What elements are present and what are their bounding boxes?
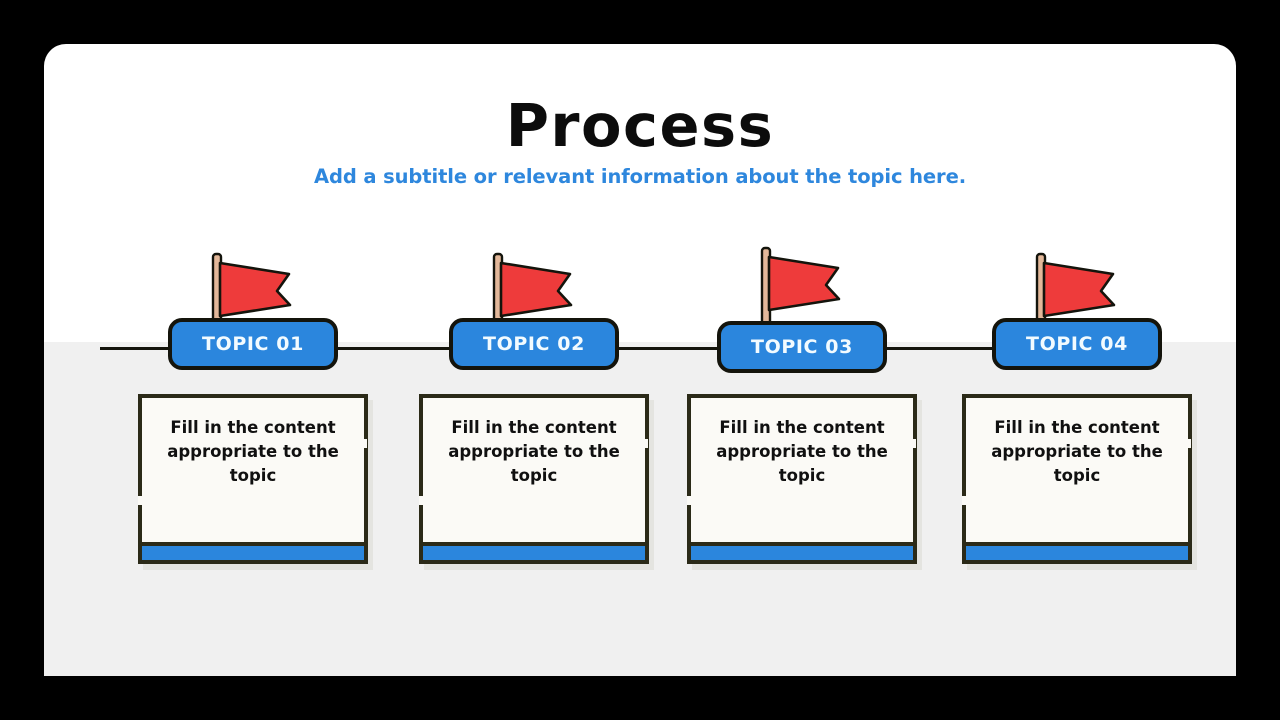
badge-label: TOPIC 04 — [1026, 333, 1128, 355]
card-accent-bar — [966, 542, 1188, 560]
card-text: Fill in the content appropriate to the t… — [716, 418, 888, 485]
badge-topic-4[interactable]: TOPIC 04 — [992, 318, 1162, 370]
badge-label: TOPIC 01 — [202, 333, 304, 355]
card-accent-bar — [142, 542, 364, 560]
border-nick — [362, 439, 367, 448]
border-nick — [687, 496, 692, 505]
card-accent-bar — [691, 542, 913, 560]
badge-label: TOPIC 03 — [751, 336, 853, 358]
border-nick — [911, 439, 916, 448]
border-nick — [962, 496, 967, 505]
content-card-4[interactable]: Fill in the content appropriate to the t… — [962, 394, 1192, 564]
badge-label: TOPIC 02 — [483, 333, 585, 355]
slide-panel: Process Add a subtitle or relevant infor… — [44, 44, 1236, 676]
timeline-rail — [100, 347, 1140, 350]
badge-topic-3[interactable]: TOPIC 03 — [717, 321, 887, 373]
flag-pennant-icon — [1017, 250, 1137, 350]
page-subtitle: Add a subtitle or relevant information a… — [313, 165, 967, 188]
border-nick — [1186, 439, 1191, 448]
page-title: Process — [505, 91, 775, 160]
flag-pennant-icon — [742, 244, 862, 344]
badge-topic-1[interactable]: TOPIC 01 — [168, 318, 338, 370]
border-nick — [643, 439, 648, 448]
content-card-3[interactable]: Fill in the content appropriate to the t… — [687, 394, 917, 564]
badge-topic-2[interactable]: TOPIC 02 — [449, 318, 619, 370]
card-accent-bar — [423, 542, 645, 560]
content-card-1[interactable]: Fill in the content appropriate to the t… — [138, 394, 368, 564]
flag-pennant-icon — [474, 250, 594, 350]
card-text: Fill in the content appropriate to the t… — [991, 418, 1163, 485]
card-text: Fill in the content appropriate to the t… — [448, 418, 620, 485]
border-nick — [419, 496, 424, 505]
border-nick — [138, 496, 143, 505]
content-card-2[interactable]: Fill in the content appropriate to the t… — [419, 394, 649, 564]
card-text: Fill in the content appropriate to the t… — [167, 418, 339, 485]
